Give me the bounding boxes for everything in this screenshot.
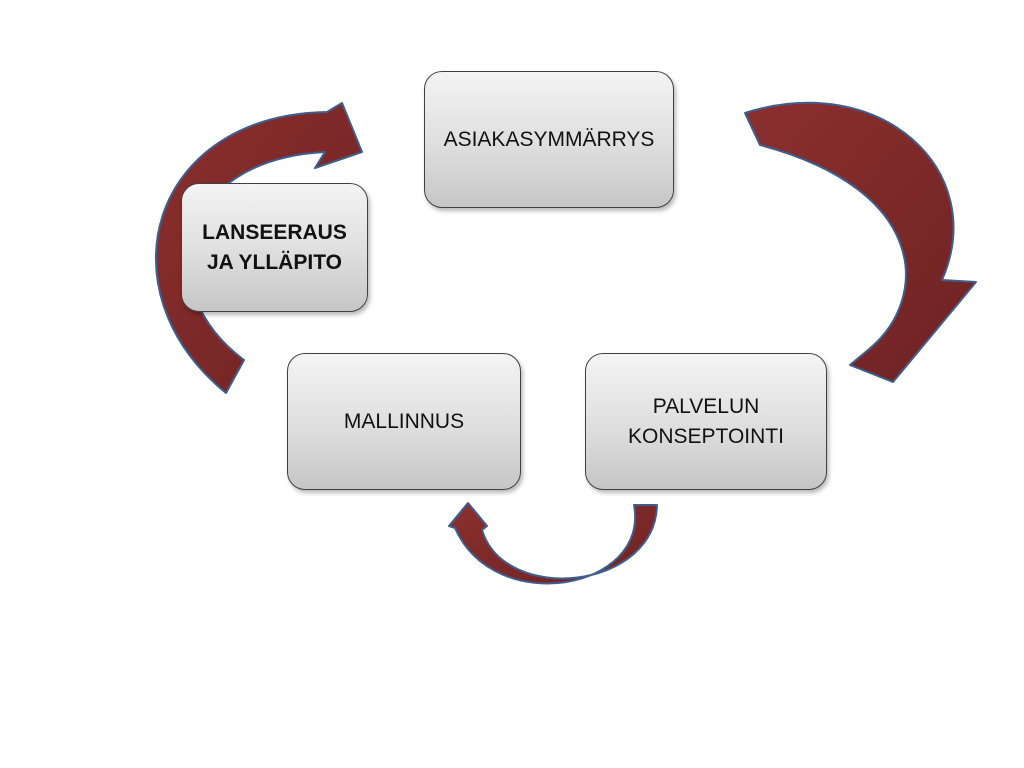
node-asiakasymmarrys: ASIAKASYMMÄRRYS [424, 71, 674, 208]
arrow-asiakas-to-palvelun [744, 101, 977, 383]
node-palvelun-konseptointi: PALVELUN KONSEPTOINTI [585, 353, 827, 490]
node-lanseeraus-ja-yllapito: LANSEERAUS JA YLLÄPITO [181, 183, 368, 312]
arrow-palvelun-to-mallinnus [448, 502, 658, 585]
node-mallinnus: MALLINNUS [287, 353, 521, 490]
